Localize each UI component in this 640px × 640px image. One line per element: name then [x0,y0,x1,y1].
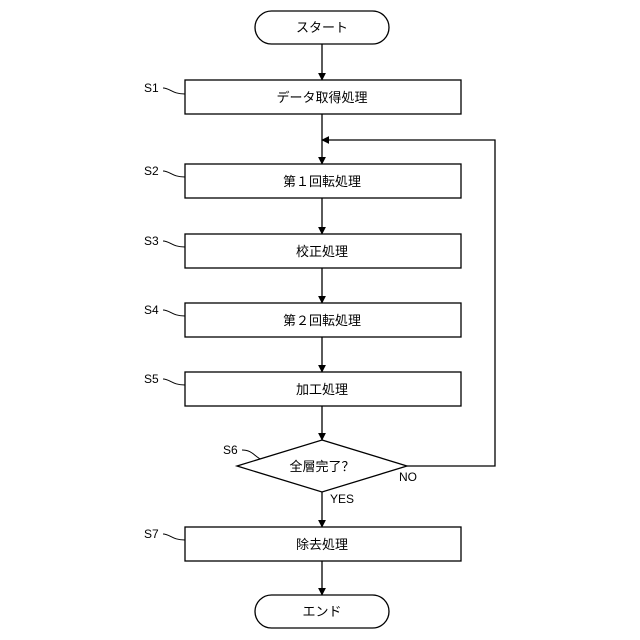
step-s1-label: データ取得処理 [276,90,367,106]
start-label: スタート [296,21,348,36]
step-s2-label: 第１回転処理 [283,175,361,190]
step-s5-leader [163,379,185,385]
step-s3-leader [163,241,185,247]
step-s2-id: S2 [144,164,159,178]
step-s4-id: S4 [144,303,159,317]
decision-s6-label: 全層完了？ [289,459,354,475]
step-s2-leader [163,171,185,177]
step-s5-label: 加工処理 [296,383,348,398]
step-s1-id: S1 [144,81,159,95]
end-label: エンド [302,605,341,620]
step-s7-leader [163,534,185,540]
decision-s6-leader [242,450,262,460]
step-s1-leader [163,88,185,94]
step-s4-label: 第２回転処理 [283,314,361,329]
step-s3-label: 校正処理 [296,244,348,260]
decision-yes-label: YES [330,492,354,506]
decision-s6-id: S6 [223,443,238,457]
decision-no-label: NO [399,470,417,484]
step-s7-id: S7 [144,527,159,541]
step-s3-id: S3 [144,234,159,248]
step-s5-id: S5 [144,372,159,386]
step-s7-label: 除去処理 [296,538,348,553]
step-s4-leader [163,310,185,316]
